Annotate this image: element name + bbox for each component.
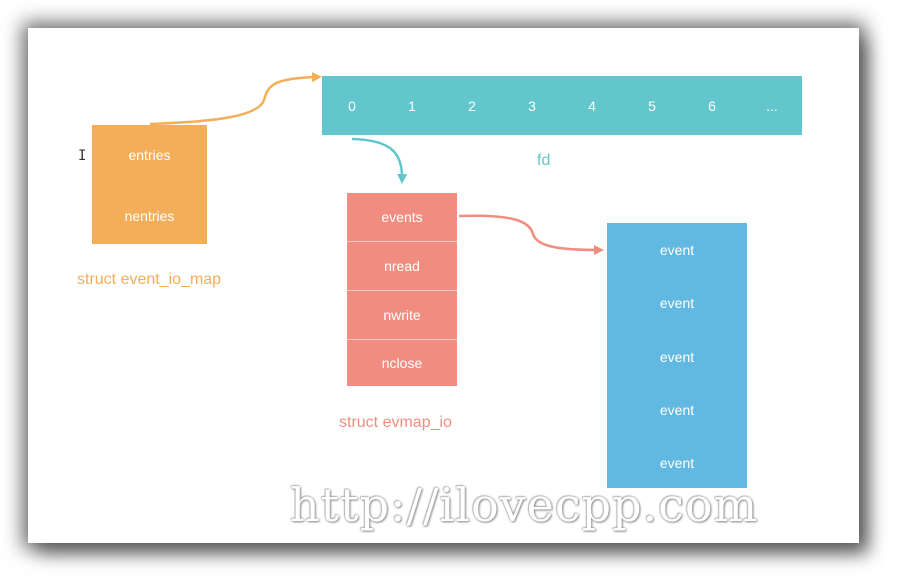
event-item: event [659,349,695,365]
fd-index-1: 1 [408,97,416,114]
event-list-box: event event event event event [607,223,747,488]
evmap-io-box: events nread nwrite nclose [347,193,457,386]
evmap-io-field-events: events [347,193,457,242]
event-io-map-caption: struct event_io_map [77,271,222,288]
fd-index-4: 4 [588,97,596,114]
evmap-io-field-nclose: nclose [381,355,423,371]
fd-index-5: 5 [648,97,656,114]
fd-index-more: ... [766,97,778,114]
fd-index-0: 0 [348,97,356,114]
evmap-io-field-nwrite: nwrite [347,291,457,340]
event-item: event [659,242,695,258]
watermark: http://ilovecpp.com [290,478,759,532]
fd-caption: fd [537,152,551,169]
event-item: event [659,455,695,471]
evmap-io-field-nread: nread [347,242,457,291]
event-io-map-box: entries nentries [92,125,207,244]
event-item: event [659,402,695,418]
text-cursor-icon: I [78,148,87,164]
fd-index-3: 3 [528,97,536,114]
event-item: event [659,295,695,311]
fd-index-6: 6 [708,97,716,114]
fd-index-2: 2 [468,97,476,114]
event-io-map-field-nentries: nentries [124,208,175,224]
evmap-io-caption: struct evmap_io [339,414,452,431]
fd-array: 0 1 2 3 4 5 6 ... [322,76,802,135]
event-io-map-field-entries: entries [128,147,171,163]
